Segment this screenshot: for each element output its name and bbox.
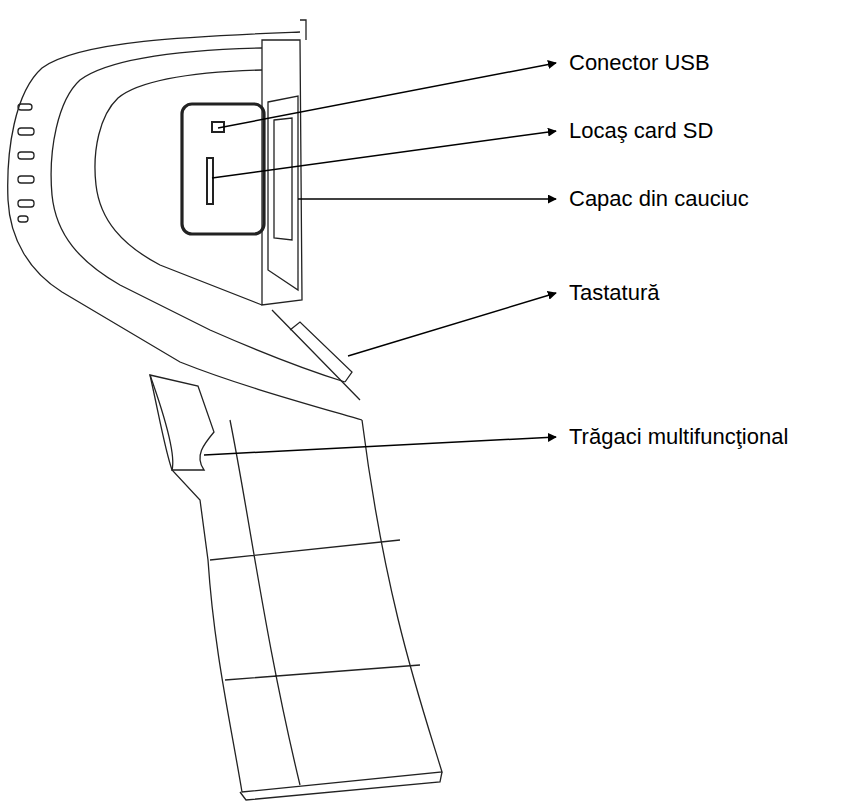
trigger xyxy=(150,375,214,470)
top-tab xyxy=(300,20,306,40)
leader-line xyxy=(348,293,556,356)
device-outline xyxy=(8,20,442,800)
sd-slot xyxy=(207,158,213,204)
grip-contour xyxy=(210,420,420,785)
vent xyxy=(18,128,34,135)
part-label: Tastatură xyxy=(569,280,660,306)
rubber-cap xyxy=(268,96,298,290)
leader-lines xyxy=(204,63,556,455)
vent xyxy=(18,200,34,207)
grip-outline xyxy=(150,375,442,792)
vent xyxy=(18,152,34,159)
grip-base xyxy=(240,772,442,800)
vent xyxy=(18,104,32,110)
part-label: Conector USB xyxy=(569,50,710,76)
part-label: Trăgaci multifuncţional xyxy=(569,424,788,450)
leader-line xyxy=(218,63,556,128)
front-frame xyxy=(262,40,302,305)
vent xyxy=(18,216,28,222)
part-label: Locaş card SD xyxy=(569,118,713,144)
port-panel xyxy=(182,104,264,234)
rubber-cap xyxy=(274,118,292,240)
keypad xyxy=(272,310,360,400)
body-outline xyxy=(8,32,362,420)
part-label: Capac din cauciuc xyxy=(569,186,749,212)
vent xyxy=(18,176,34,183)
leader-line xyxy=(204,437,556,455)
leader-line xyxy=(298,198,556,200)
leader-line xyxy=(212,131,556,178)
